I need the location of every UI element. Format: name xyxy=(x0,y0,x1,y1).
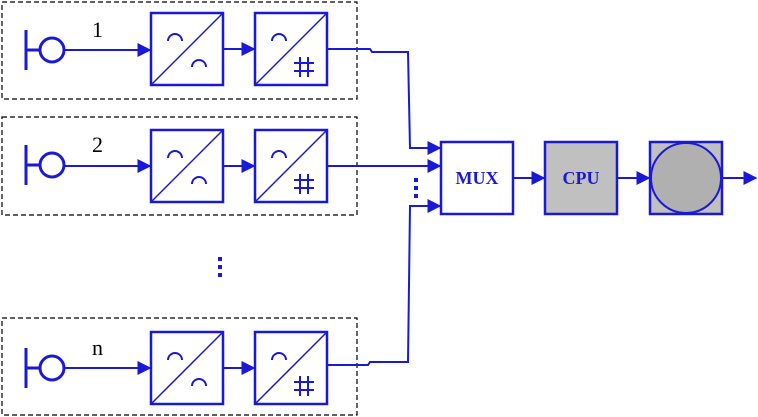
channel-n-group-box xyxy=(1,317,358,416)
analog-filter-icon xyxy=(149,128,225,204)
mux-input-wires xyxy=(327,48,442,366)
sensor-icon xyxy=(24,145,66,185)
sensor-icon xyxy=(24,30,66,70)
analog-to-digital-converter-icon xyxy=(253,11,329,87)
analog-filter-icon xyxy=(149,330,225,406)
sensor-icon xyxy=(24,348,66,388)
vertical-ellipsis-icon xyxy=(414,178,418,198)
mux-block: MUX xyxy=(439,140,515,216)
cpu-block: CPU xyxy=(543,140,619,216)
wire-channel-1-to-mux xyxy=(327,48,442,155)
channel-1-group-box xyxy=(1,1,358,100)
analog-filter-icon xyxy=(149,11,225,87)
cpu-label: CPU xyxy=(563,168,600,188)
channel-n-label: n xyxy=(92,335,103,360)
channel-n: n xyxy=(1,317,358,416)
channel-2-label: 2 xyxy=(92,132,103,157)
channel-1: 1 xyxy=(1,1,358,100)
mux-label: MUX xyxy=(456,168,499,188)
analog-to-digital-converter-icon xyxy=(253,128,329,204)
wire-channel-n-to-mux xyxy=(327,199,442,366)
channel-1-label: 1 xyxy=(92,17,103,42)
analog-to-digital-converter-icon xyxy=(253,330,329,406)
channel-2: 2 xyxy=(1,116,358,216)
display-icon xyxy=(648,140,724,216)
vertical-ellipsis-icon xyxy=(218,257,222,277)
